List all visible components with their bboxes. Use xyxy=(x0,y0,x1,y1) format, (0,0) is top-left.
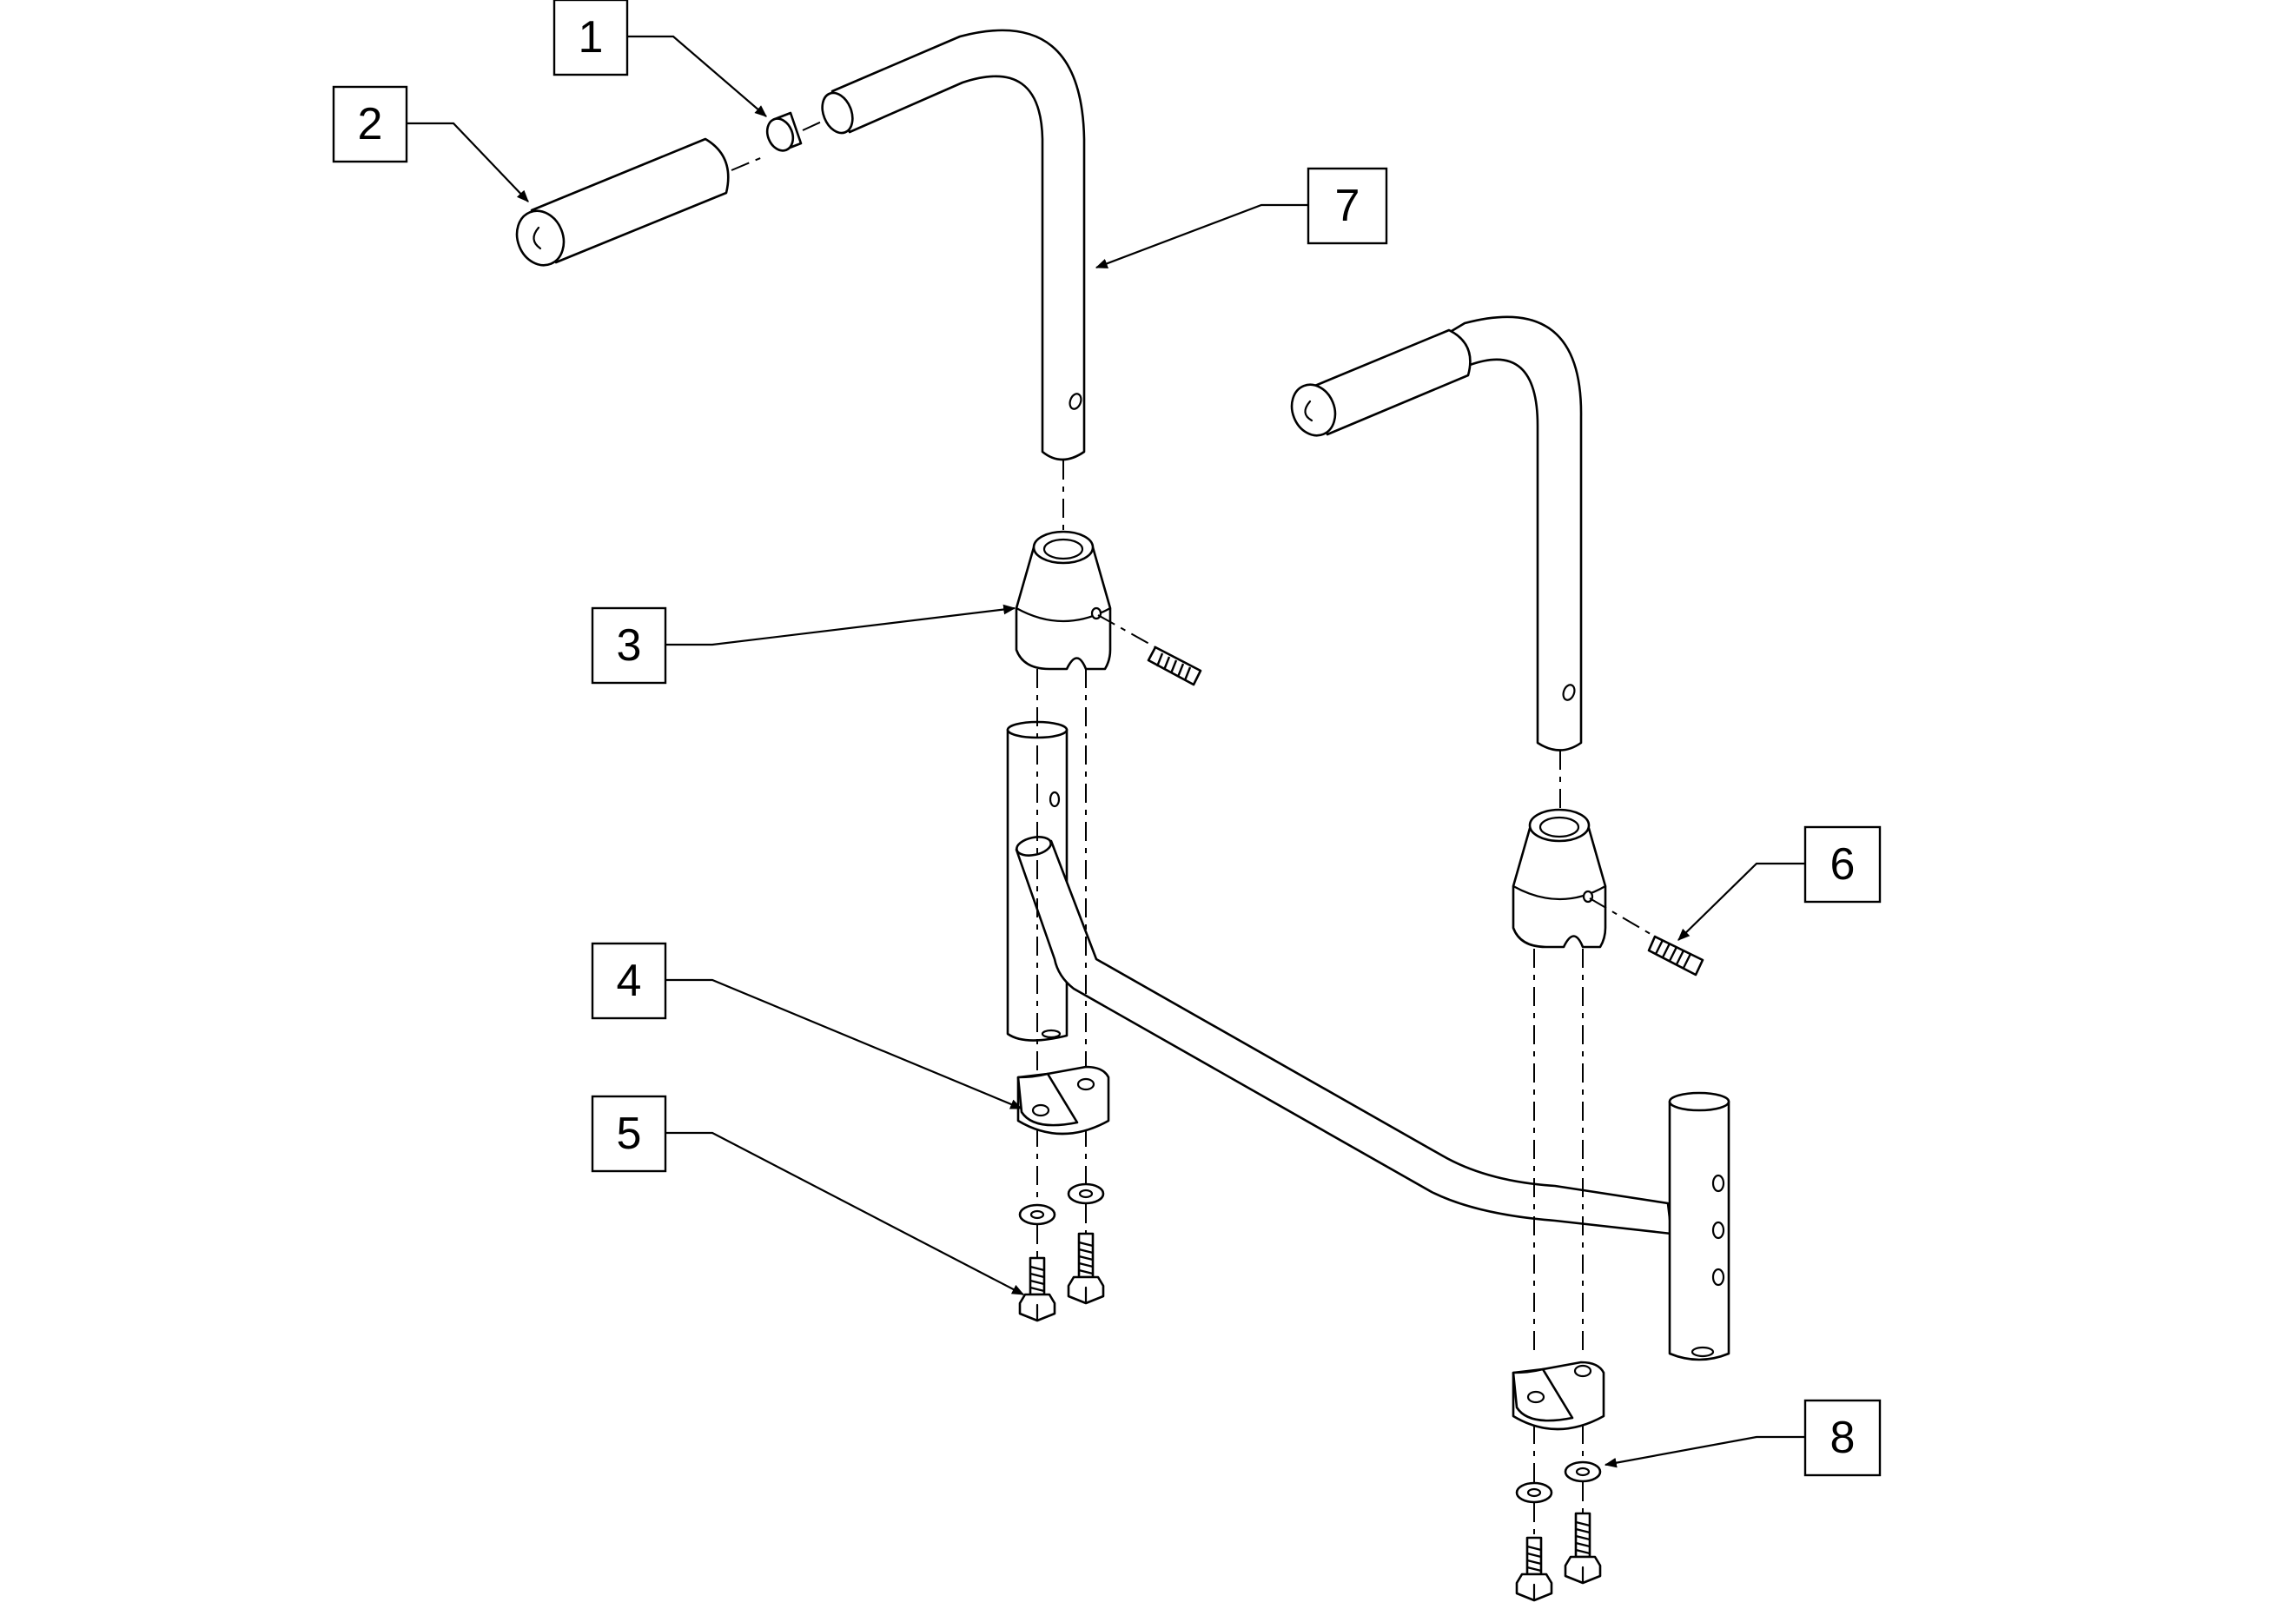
callout-1: 1 xyxy=(552,0,629,76)
callout-4-label: 4 xyxy=(617,956,642,1006)
right-hand-grip xyxy=(1290,328,1472,437)
callout-7-label: 7 xyxy=(1335,181,1360,231)
callout-6-label: 6 xyxy=(1830,839,1856,890)
right-set-screw xyxy=(1647,935,1704,977)
left-set-screw xyxy=(1147,646,1202,686)
left-clamp-block xyxy=(1016,1065,1110,1136)
hand-grip xyxy=(515,137,765,267)
right-bolt-b xyxy=(1564,1512,1602,1585)
callout-4-leader xyxy=(665,978,1023,1110)
callout-8-label: 8 xyxy=(1830,1413,1856,1463)
end-cap-plug xyxy=(765,111,826,152)
axis-line xyxy=(1097,614,1156,648)
callout-6-leader xyxy=(1677,862,1805,941)
callout-8: 8 xyxy=(1803,1399,1882,1477)
left-bolt-a xyxy=(1018,1256,1056,1322)
callout-3: 3 xyxy=(591,606,667,685)
right-washer-b xyxy=(1564,1460,1602,1483)
callout-1-label: 1 xyxy=(579,12,604,63)
right-push-handle-tube xyxy=(1446,315,1583,752)
right-clamp-block xyxy=(1512,1361,1605,1431)
axis-line xyxy=(1589,897,1656,937)
right-washer-a xyxy=(1515,1481,1553,1504)
left-washer-a xyxy=(1018,1203,1056,1226)
callout-7: 7 xyxy=(1307,167,1388,245)
callout-8-leader xyxy=(1604,1435,1805,1468)
right-bolt-a xyxy=(1515,1536,1553,1602)
callout-5-label: 5 xyxy=(617,1109,642,1159)
callout-2: 2 xyxy=(332,85,408,163)
callout-3-leader xyxy=(665,604,1016,646)
callout-7-leader xyxy=(1095,203,1308,269)
callout-6: 6 xyxy=(1803,825,1882,904)
left-washer-b xyxy=(1067,1182,1105,1205)
callout-1-leader xyxy=(627,35,767,117)
left-handle-socket xyxy=(1015,530,1112,671)
callout-2-label: 2 xyxy=(358,99,383,149)
left-bolt-b xyxy=(1067,1232,1105,1305)
left-push-handle-tube xyxy=(821,29,1086,461)
right-handle-socket xyxy=(1512,808,1607,949)
callout-2-leader xyxy=(407,122,529,202)
callout-5-leader xyxy=(665,1131,1025,1295)
callout-3-label: 3 xyxy=(617,620,642,671)
callout-4: 4 xyxy=(591,942,667,1020)
right-vertical-tube xyxy=(1668,1091,1730,1361)
callout-5: 5 xyxy=(591,1095,667,1173)
